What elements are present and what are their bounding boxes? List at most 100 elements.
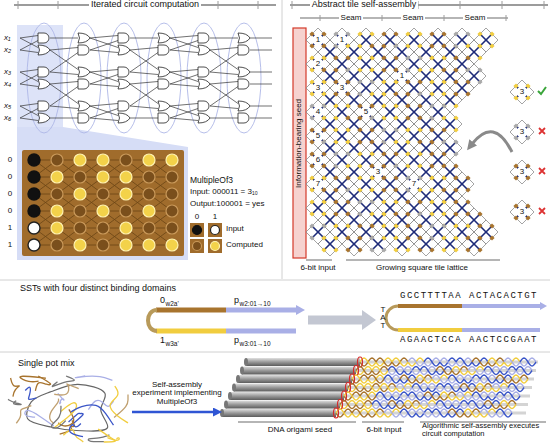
note: Output:100001 = yes [190, 200, 265, 209]
wire [20, 106, 38, 116]
computed-bit [97, 239, 109, 251]
wire [130, 82, 158, 85]
helix-strand [408, 358, 424, 366]
glue-domain [357, 43, 362, 48]
tile-strand [444, 214, 456, 226]
helix-strand [364, 384, 380, 392]
gate-group-outline [187, 23, 221, 133]
logic-gate [158, 45, 169, 55]
helix-strand [356, 401, 372, 409]
glue-domain [345, 67, 350, 72]
wire [20, 118, 38, 121]
helix-strand [508, 384, 524, 392]
gate-group-outline [147, 23, 181, 133]
panel: SSTs with four distinct binding domains0… [0, 281, 550, 351]
helix-strand [432, 409, 448, 417]
helix-strand [396, 384, 412, 392]
strand-bottom [462, 328, 540, 332]
staple-strand [51, 406, 65, 428]
glue-domain [357, 223, 362, 228]
glue-domain [441, 235, 446, 240]
tile-strand [324, 46, 336, 58]
tile-strand [372, 118, 384, 130]
tile-lattice [306, 28, 498, 256]
glue-domain [381, 199, 386, 204]
origami-seed [230, 392, 344, 400]
wire [130, 48, 158, 51]
wire [250, 38, 272, 39]
computed-bit [51, 222, 63, 234]
header-tick [218, 1, 219, 9]
legend-swatch-dot [211, 226, 220, 235]
glue-domain [405, 55, 410, 60]
glue-domain [393, 103, 398, 108]
glue-domain [465, 235, 470, 240]
selection-arrow [472, 132, 512, 152]
glue-domain [309, 223, 314, 228]
glue-domain [453, 223, 458, 228]
tile-strand [360, 154, 372, 166]
glue-domain [441, 163, 446, 168]
glue-domain [369, 235, 374, 240]
glue-domain [381, 127, 386, 132]
glue-domain [429, 211, 434, 216]
tile-strand [396, 142, 408, 154]
glue-domain [441, 115, 446, 120]
helix-strand [368, 409, 384, 417]
logic-gate [238, 79, 249, 89]
tile-strand [312, 82, 324, 94]
helix-strand [476, 384, 492, 392]
tube-core [348, 386, 532, 389]
caption-label: Single pot mix [18, 359, 75, 369]
helix-strand [352, 409, 368, 417]
tile-strand [420, 118, 432, 130]
wire [250, 118, 272, 119]
helix-strand [520, 358, 536, 366]
helix-strand [452, 401, 468, 409]
logic-gate [238, 113, 249, 123]
tile-strand [516, 86, 528, 98]
glue-domain [441, 247, 446, 252]
tile-strand [384, 34, 396, 46]
strand-bottom [398, 328, 462, 332]
wire [20, 50, 38, 53]
tile-strand [384, 202, 396, 214]
glue-domain [441, 43, 446, 48]
wire [50, 72, 78, 75]
glue-domain [453, 55, 458, 60]
tile-strand [348, 94, 360, 106]
tile-strand [420, 238, 432, 250]
helix-strand [416, 375, 432, 383]
cross-mark [539, 128, 545, 134]
tile-strand [408, 226, 420, 238]
glue-domain [381, 31, 386, 36]
tile-strand [384, 58, 396, 70]
wire [170, 70, 198, 73]
helix-strand [420, 401, 436, 409]
input-bit [28, 171, 40, 183]
computed-bit [97, 188, 109, 200]
helix-strand [476, 384, 492, 392]
input-bit-value: 0 [8, 156, 12, 165]
glue-domain [405, 163, 410, 168]
glue-domain [381, 211, 386, 216]
tile-strand [480, 34, 492, 46]
signal-name: x₆ [4, 114, 11, 123]
tile-strand [396, 166, 408, 178]
glue-domain [381, 79, 386, 84]
wire [50, 106, 78, 109]
tile-strand [360, 202, 372, 214]
tile-strand [444, 190, 456, 202]
glue-domain [465, 79, 470, 84]
tile-strand [372, 190, 384, 202]
tile-strand [372, 142, 384, 154]
tile-strand [348, 238, 360, 250]
tile-strand [312, 130, 324, 142]
header-tick [292, 1, 293, 9]
glue-domain [429, 139, 434, 144]
glue-domain [477, 31, 482, 36]
tile-strand [360, 58, 372, 70]
glue-domain [333, 151, 338, 156]
tile-strand [456, 178, 468, 190]
